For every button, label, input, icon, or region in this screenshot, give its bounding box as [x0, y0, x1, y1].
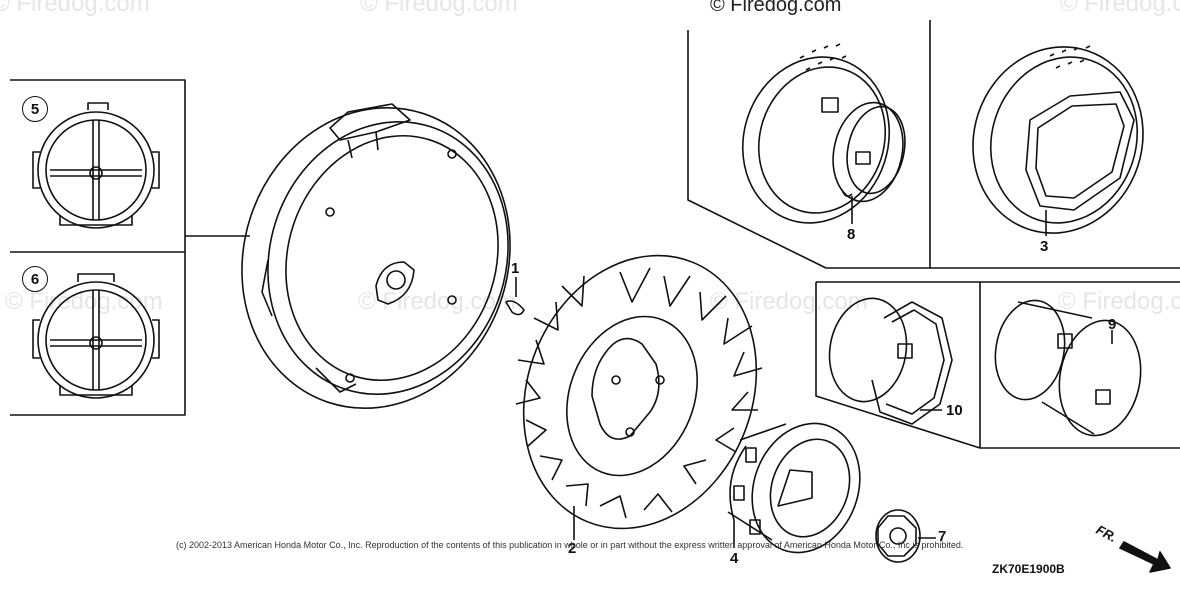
- flange-nut: [875, 509, 936, 563]
- starter-cup-3: [972, 45, 1144, 236]
- watermark: © Firedog.com: [0, 0, 150, 17]
- watermark: © Firedog.com: [1058, 288, 1180, 315]
- inset-panel-lower: [815, 281, 1180, 449]
- starter-pulley: [727, 422, 861, 554]
- flywheel-disc: [241, 103, 511, 410]
- starter-cup-9: [994, 299, 1142, 437]
- copyright-notice: (c) 2002-2013 American Honda Motor Co., …: [176, 540, 964, 550]
- starter-cup-10: [828, 297, 953, 425]
- watermark: © Firedog.com: [1060, 0, 1180, 17]
- top-watermark: © Firedog.com: [710, 0, 842, 16]
- variant-panel: [10, 79, 250, 416]
- watermark: © Firedog.com: [360, 0, 518, 17]
- cooling-fan: [515, 254, 763, 540]
- callout-8: 8: [847, 226, 856, 243]
- callout-7: 7: [938, 528, 947, 545]
- callout-2: 2: [568, 540, 577, 557]
- variant-5-rotor: [32, 102, 160, 229]
- callout-3: 3: [1040, 238, 1049, 255]
- callout-9: 9: [1108, 316, 1117, 333]
- variant-5-circle: 5: [22, 96, 48, 122]
- woodruff-key: [505, 277, 525, 316]
- inset-panel-upper: [687, 20, 1180, 269]
- callout-4: 4: [730, 550, 739, 567]
- variant-6-circle: 6: [22, 266, 48, 292]
- direction-arrow: [1119, 541, 1171, 573]
- starter-cup-8: [741, 43, 906, 224]
- callout-1: 1: [511, 260, 520, 277]
- callout-10: 10: [946, 402, 963, 419]
- variant-6-rotor: [32, 273, 160, 399]
- watermark: © Firedog.com: [710, 288, 868, 315]
- diagram-code: ZK70E1900B: [992, 562, 1065, 576]
